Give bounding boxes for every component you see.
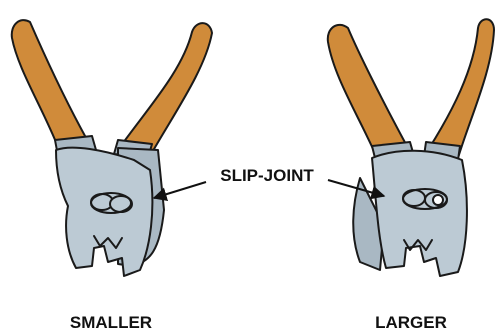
right-pliers-jaws xyxy=(372,151,467,276)
larger-caption: LARGER xyxy=(375,313,447,332)
right-pliers-handle-right xyxy=(428,19,494,158)
slip-joint-label: SLIP-JOINT xyxy=(220,166,314,185)
left-pliers-handle-right xyxy=(118,23,212,156)
pliers-smaller-icon xyxy=(12,20,212,276)
left-pliers-handle-left xyxy=(12,20,90,152)
smaller-caption: SMALLER xyxy=(70,313,152,332)
pliers-larger-icon xyxy=(328,19,494,276)
right-pliers-handle-left xyxy=(328,25,408,160)
